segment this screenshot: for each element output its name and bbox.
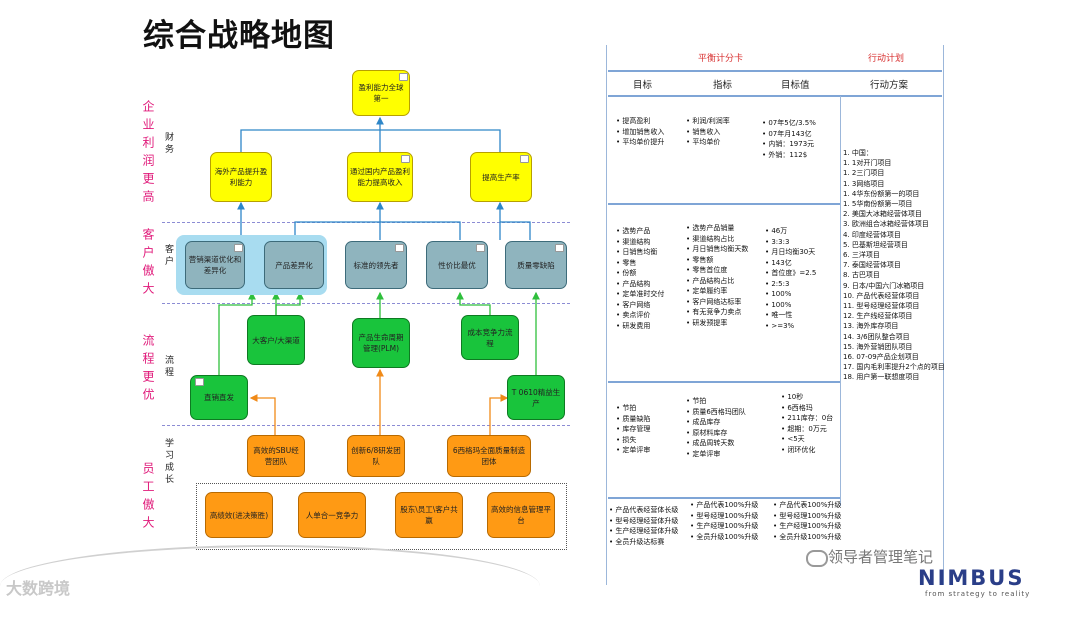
row2-metrics: • 选势产品销量 • 渠道结构占比 • 月日销售均衡天数 • 零售额 • 零售首… xyxy=(686,224,749,327)
decorative-arc xyxy=(0,545,540,627)
row1-targets: • 提高盈利 • 增加销售收入 • 平均单价提升 xyxy=(616,117,665,146)
divider xyxy=(608,70,942,72)
perspective-process-label: 流程更优 xyxy=(141,334,155,406)
divider xyxy=(162,303,570,304)
note-icon xyxy=(520,155,529,163)
row4-values: • 产品代表100%升级 • 型号经理100%升级 • 生产经理100%升级 •… xyxy=(773,501,842,541)
logo-tagline: from strategy to reality xyxy=(925,590,1031,598)
wechat-icon xyxy=(806,550,828,567)
watermark-left: 大数跨境 xyxy=(6,579,71,598)
column-header-target: 目标 xyxy=(633,80,653,91)
perspective-process-sub: 流程 xyxy=(163,355,173,379)
scorecard-panel xyxy=(606,45,944,585)
column-header-value: 目标值 xyxy=(781,80,810,91)
note-icon xyxy=(395,244,404,252)
learning-box: 创新6/8研发团队 xyxy=(347,435,405,477)
learning-box: 6西格玛全面质量制造团体 xyxy=(447,435,531,477)
learning-box: 高效的SBU经营团队 xyxy=(247,435,305,477)
row3-metrics: • 节拍 • 质量6西格玛团队 • 成品库存 • 原材料库存 • 成品周转天数 … xyxy=(686,397,746,458)
divider xyxy=(608,497,840,499)
divider xyxy=(608,381,840,383)
process-box: 产品生命周期管理(PLM) xyxy=(352,318,410,368)
perspective-customer-label: 客户傲大 xyxy=(141,228,155,300)
perspective-learning-label: 员工傲大 xyxy=(141,462,155,534)
base-box: 高效的信息管理平台 xyxy=(487,492,555,538)
row4-targets: • 产品代表经营体长级 • 型号经理经营体升级 • 生产经理经营体升级 • 全员… xyxy=(609,506,679,546)
divider xyxy=(608,95,942,97)
process-box: T 0610精益生产 xyxy=(507,375,565,420)
note-icon xyxy=(476,244,485,252)
note-icon xyxy=(399,73,408,81)
note-icon xyxy=(555,244,564,252)
note-icon xyxy=(195,378,204,386)
watermark-text: 领导者管理笔记 xyxy=(828,548,934,566)
customer-box: 产品差异化 xyxy=(264,241,324,289)
row4-metrics: • 产品代表100%升级 • 型号经理100%升级 • 生产经理100%升级 •… xyxy=(690,501,759,541)
perspective-learning-sub: 学习成长 xyxy=(163,438,173,486)
row3-values: • 10秒 • 6西格玛 • 211库存：0台 • 超期：0万元 • <5天 •… xyxy=(781,393,834,454)
divider xyxy=(162,425,570,426)
note-icon xyxy=(234,244,243,252)
note-icon xyxy=(401,155,410,163)
finance-box: 海外产品提升盈利能力 xyxy=(210,152,272,202)
divider xyxy=(608,203,840,205)
process-box: 直销直发 xyxy=(190,375,248,420)
base-box: 人单合一竞争力 xyxy=(298,492,366,538)
row3-targets: • 节拍 • 质量缺陷 • 库存管理 • 损失 • 定单评审 xyxy=(616,404,651,454)
column-header-metric: 指标 xyxy=(713,80,733,91)
customer-box: 营销渠道优化和差异化 xyxy=(185,241,245,289)
base-box: 高绩效(进决策胜) xyxy=(205,492,273,538)
row1-values: • 07年5亿/3.5% • 07年月143亿 • 内销：1973元 • 外销：… xyxy=(762,119,816,159)
connector-layer xyxy=(218,116,540,435)
action-plan-header: 行动计划 xyxy=(868,54,905,64)
process-box: 大客户/大渠道 xyxy=(247,315,305,365)
column-header-action: 行动方案 xyxy=(870,80,909,91)
perspective-finance-sub: 财务 xyxy=(163,132,173,156)
logo: NIMBUS xyxy=(918,566,1025,590)
page-title: 综合战略地图 xyxy=(143,18,335,54)
scorecard-header: 平衡计分卡 xyxy=(698,54,744,64)
process-box: 成本竞争力流程 xyxy=(461,315,519,360)
row2-targets: • 选势产品 • 渠道结构 • 日销售均衡 • 零售 • 份额 • 产品结构 •… xyxy=(616,227,665,330)
action-list: 1. 中国： 1. 1对开门项目 1. 2三门项目 1. 3网络项目 1. 4华… xyxy=(843,149,945,382)
row2-values: • 46万 • 3:3:3 • 月日均衡30天 • 143亿 • 首位度》=2.… xyxy=(765,227,817,330)
base-box: 股东\员工\客户共赢 xyxy=(395,492,463,538)
perspective-customer-sub: 客户 xyxy=(163,244,173,268)
divider xyxy=(840,96,841,506)
row1-metrics: • 利润/利润率 • 销售收入 • 平均单价 xyxy=(686,117,730,146)
perspective-finance-label: 企业利润更高 xyxy=(141,100,155,208)
